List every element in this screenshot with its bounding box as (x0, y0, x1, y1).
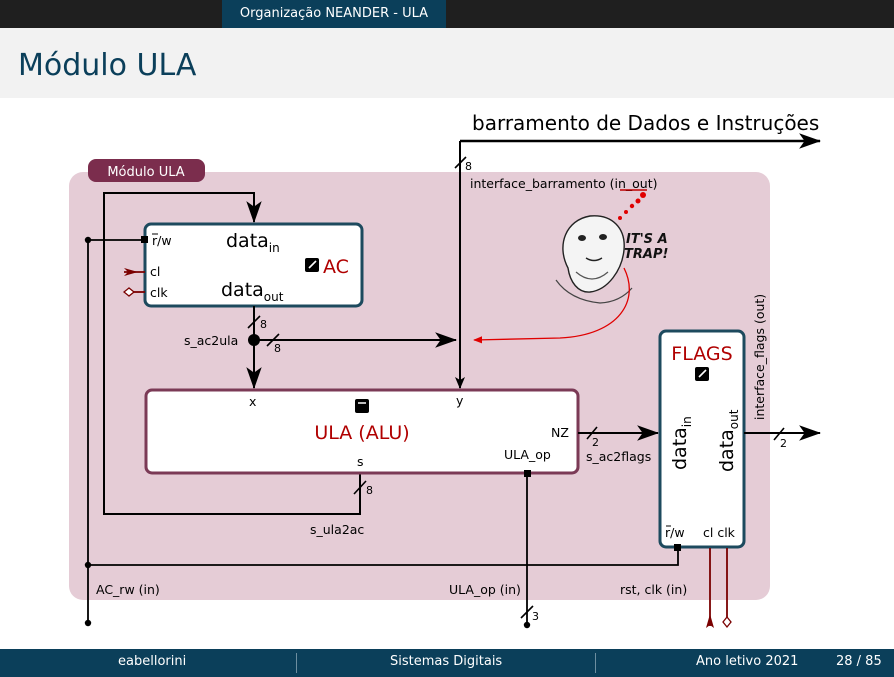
bus-width-label: 8 (465, 160, 472, 173)
ac-rw-port (141, 236, 148, 243)
flags-cl-arrow-icon (706, 614, 714, 628)
flags-out-tick (773, 427, 785, 441)
flags-rw-port (674, 544, 681, 551)
ac2ula-tick-1 (247, 315, 261, 329)
s-ula2ac-label: s_ula2ac (310, 522, 364, 537)
flags-data-in: datain (669, 416, 694, 470)
ula-op-terminal (523, 621, 531, 629)
s-ula2ac-tick (353, 480, 367, 495)
footer-bar: eabellorini Sistemas Digitais Ano letivo… (0, 649, 894, 677)
slide-title: Módulo ULA (18, 48, 197, 83)
ac2ula-width-1: 8 (260, 318, 267, 331)
ula-op-width: 3 (532, 610, 539, 623)
s-ac2ula-label: s_ac2ula (184, 333, 238, 348)
feedback-wire (103, 192, 361, 515)
s-ula2ac-width: 8 (366, 484, 373, 497)
bus-label: barramento de Dados e Instruções (472, 111, 819, 135)
flags-name: FLAGS (671, 343, 732, 365)
trap-speech-dots (618, 192, 646, 220)
trap-pointer-arrow (473, 267, 630, 344)
module-badge (88, 159, 205, 182)
ac2ula-tick-2 (266, 333, 280, 347)
bus-width-tick (454, 156, 467, 169)
section-title: Organização NEANDER - ULA (222, 0, 446, 28)
footer-year: Ano letivo 2021 (696, 654, 799, 669)
ula-op-port (524, 470, 531, 477)
ac-name: AC (323, 256, 349, 278)
ac-clk-label: clk (150, 285, 168, 300)
ac-rw-junction-1 (84, 236, 92, 244)
flags-cl-clk-label: cl clk (703, 525, 736, 540)
footer-course: Sistemas Digitais (390, 654, 503, 669)
ula-register-icon (355, 399, 369, 413)
trap-text-line2: TRAP! (624, 247, 668, 262)
interface-bus-label: interface_barramento (in_out) (470, 176, 658, 191)
title-bar (0, 28, 894, 98)
trap-character-illustration (555, 215, 633, 304)
ac-cl-label: cl (150, 264, 160, 279)
ula-x-label: x (249, 394, 256, 409)
ula-op-in-label: ULA_op (in) (449, 582, 521, 597)
module-badge-label: Módulo ULA (107, 165, 184, 180)
ac-rw-wire (87, 239, 679, 622)
footer-page: 28 / 85 (836, 654, 882, 669)
ac2ula-width-2: 8 (274, 342, 281, 355)
ula-name: ULA (ALU) (314, 422, 409, 444)
ula-op-label: ULA_op (504, 447, 551, 462)
ac-rw-junction-2 (84, 561, 92, 569)
ac-data-in: datain (226, 230, 280, 255)
rst-clk-label: rst, clk (in) (620, 582, 687, 597)
ac-rw-terminal (84, 619, 92, 627)
interface-flags-label: interface_flags (out) (752, 294, 767, 420)
ac-data-out: dataout (221, 279, 284, 304)
ula-block (144, 388, 580, 475)
flags-rw-label: r/w (665, 525, 685, 540)
flags-block (658, 329, 746, 549)
ula-nz-label: NZ (551, 425, 569, 440)
ac-cl-arrow-icon (124, 268, 138, 276)
ula-y-label: y (456, 393, 464, 408)
trap-text-line1: IT'S A (626, 232, 668, 247)
ac-clk-diamond-icon (122, 287, 136, 297)
flags-clk-diamond-icon (722, 615, 732, 629)
ac-rw-label-bar: r/w (152, 233, 172, 248)
ula-op-tick (520, 605, 534, 619)
top-bar: Organização NEANDER - ULA (0, 0, 894, 28)
ula-s-label: s (357, 454, 364, 469)
s-ac2flags-label: s_ac2flags (586, 449, 651, 464)
ac2flags-tick (586, 426, 598, 440)
flags-out-width: 2 (780, 437, 787, 450)
flags-data-out: dataout (716, 409, 741, 472)
ac-rw-label: AC_rw (in) (96, 582, 160, 597)
ac2flags-width: 2 (592, 436, 599, 449)
footer-author: eabellorini (118, 654, 187, 669)
